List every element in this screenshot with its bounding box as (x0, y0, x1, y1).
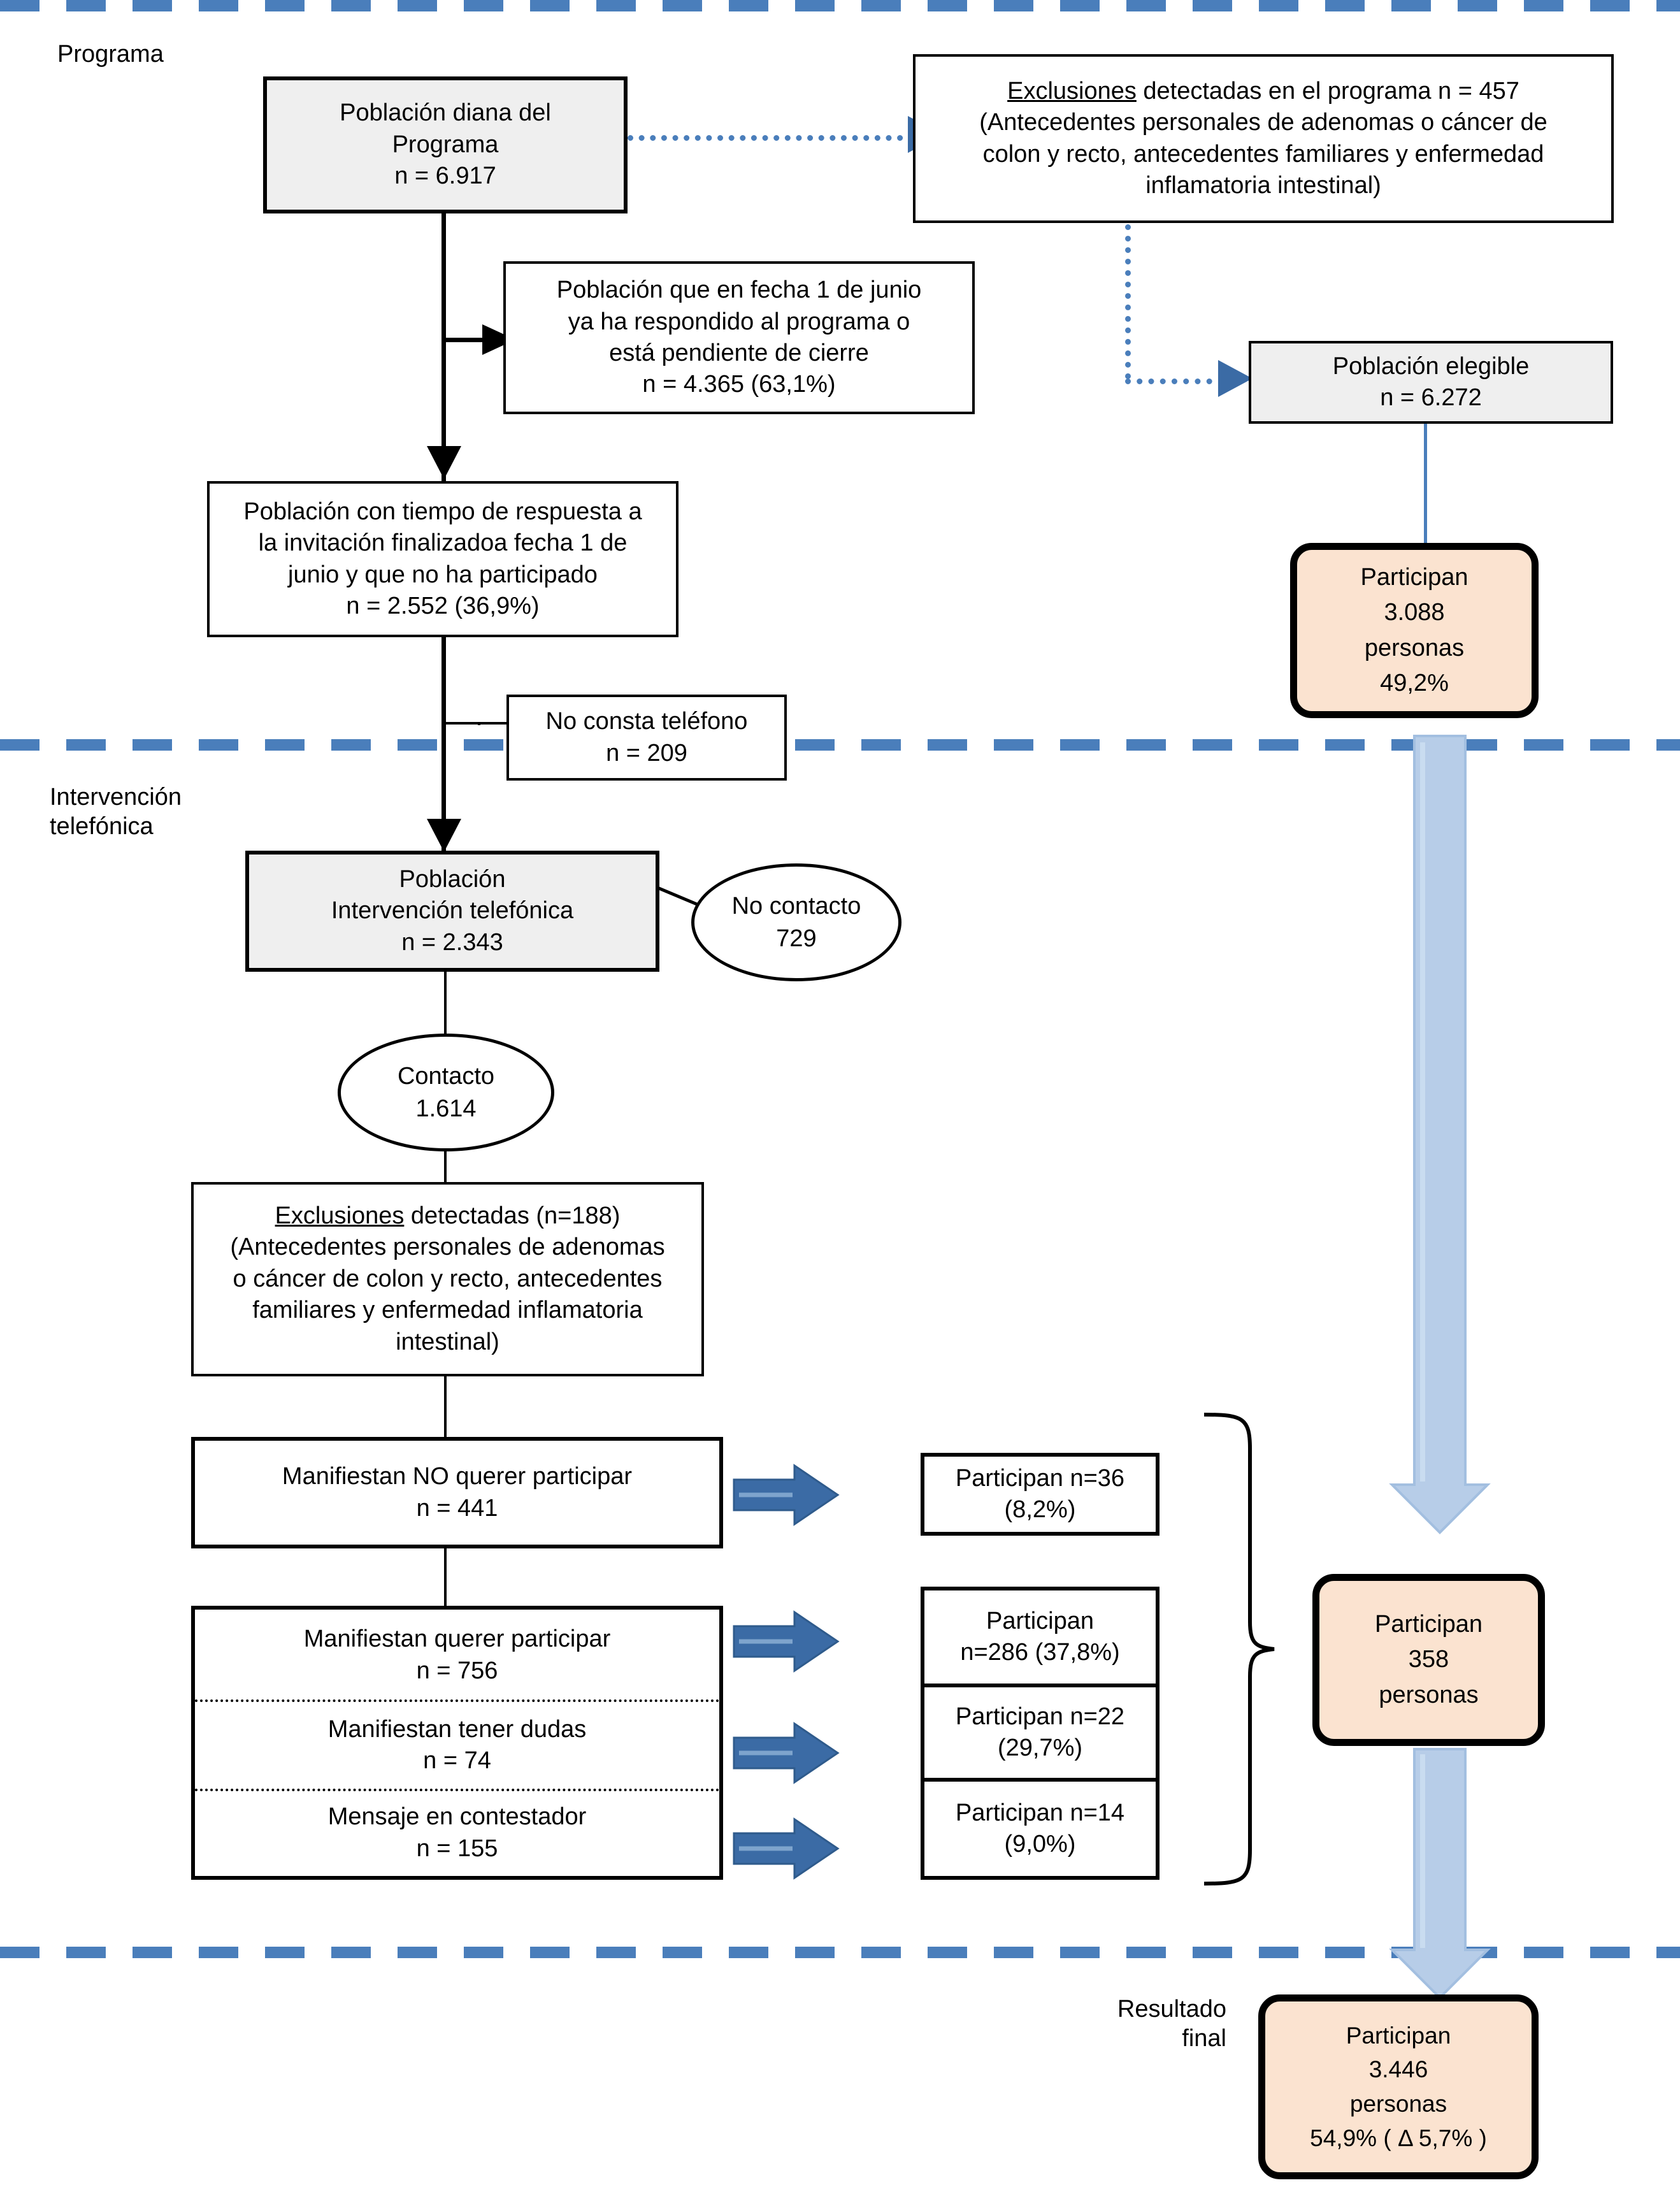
node-poblacion-intervencion[interactable]: Población Intervención telefónica n = 2.… (245, 851, 659, 972)
section-label-resultado: Resultado final (1117, 1996, 1226, 2052)
node-participan-286[interactable]: Participan n=286 (37,8%) (924, 1590, 1156, 1687)
connector-contacto-to-exclusiones (444, 1118, 447, 1185)
dotted-exclusiones-down (1125, 224, 1132, 379)
node-poblacion-elegible[interactable]: Población elegible n = 6.272 (1249, 341, 1613, 424)
node-exclusiones-programa[interactable]: Exclusiones detectadas en el programa n … (913, 54, 1614, 223)
node-participan-14[interactable]: Participan n=14 (9,0%) (955, 1799, 1125, 1857)
section-divider-intervencion (0, 739, 1680, 751)
exclusiones-programa-rest: detectadas en el programa n = 457 (1136, 77, 1519, 105)
dotted-to-elegible (1125, 379, 1224, 386)
connector-tiempo-to-noconsta (442, 722, 512, 725)
connector-manifiestanno-to-querer (444, 1545, 447, 1606)
node-participan-22[interactable]: Participan n=22 (29,7%) (924, 1687, 1156, 1782)
connector-intervencion-to-contacto (444, 972, 447, 1035)
section-divider-resultado (0, 1947, 1680, 1958)
node-contacto[interactable]: Contacto 1.614 (338, 1034, 554, 1151)
arrowhead-dotted-to-elegible (1218, 360, 1253, 397)
exclusiones-detectadas-body: (Antecedentes personales de adenomas o c… (230, 1234, 665, 1355)
arrowhead-to-respondido (482, 324, 515, 355)
exclusiones-detectadas-line1: Exclusiones detectadas (n=188) (275, 1201, 621, 1232)
node-exclusiones-detectadas[interactable]: Exclusiones detectadas (n=188) (Antecede… (191, 1182, 704, 1376)
arrow-dudas-to-participan22 (733, 1722, 840, 1784)
node-participan-3446[interactable]: Participan 3.446 personas 54,9% ( Δ 5,7%… (1258, 1994, 1539, 2179)
arrow-manifiestanno-to-participan36 (733, 1464, 840, 1526)
node-manifiestan-dudas[interactable]: Manifiestan tener dudas n = 74 (327, 1715, 587, 1774)
connector-tiempo-down (442, 637, 446, 851)
exclusiones-detectadas-rest: detectadas (n=188) (404, 1202, 621, 1230)
dotted-diana-to-exclusiones (628, 135, 914, 142)
node-no-contacto[interactable]: No contacto 729 (691, 863, 901, 981)
arrow-manifiestansi-to-participan286 (733, 1610, 840, 1673)
group-divider-2 (195, 1789, 719, 1793)
node-no-consta-telefono[interactable]: No consta teléfono n = 209 (506, 695, 787, 781)
connector-elegible-to-participan3088 (1424, 424, 1427, 545)
connector-diana-to-respondido (442, 338, 486, 342)
arrowhead-to-tiempo-respuesta (427, 446, 461, 479)
connector-diana-down (442, 213, 446, 481)
node-tiempo-respuesta[interactable]: Población con tiempo de respuesta a la i… (207, 481, 678, 637)
node-poblacion-diana[interactable]: Población diana del Programa n = 6.917 (263, 76, 628, 213)
node-participan-36[interactable]: Participan n=36 (8,2%) (921, 1453, 1159, 1536)
section-label-intervencion: Intervención telefónica (50, 784, 182, 840)
exclusiones-programa-line1: Exclusiones detectadas en el programa n … (1007, 76, 1519, 107)
node-manifiestan-si[interactable]: Manifiestan querer participar n = 756 (303, 1626, 611, 1684)
arrowhead-to-intervencion (427, 819, 461, 852)
exclusiones-detectadas-underlined-word: Exclusiones (275, 1202, 405, 1230)
arrow-mensaje-to-participan14 (733, 1817, 840, 1880)
node-group-respuestas: Manifiestan querer participar n = 756 Ma… (191, 1606, 723, 1880)
big-arrow-participan358-to-final (1389, 1748, 1491, 2000)
node-mensaje-contestador[interactable]: Mensaje en contestador n = 155 (327, 1803, 587, 1862)
node-ya-respondido[interactable]: Población que en fecha 1 de junio ya ha … (503, 261, 975, 414)
node-group-participan: Participan n=286 (37,8%) Participan n=22… (921, 1587, 1159, 1880)
exclusiones-programa-body: (Antecedentes personales de adenomas o c… (979, 109, 1547, 199)
section-divider-top (0, 0, 1680, 11)
node-manifiestan-no[interactable]: Manifiestan NO querer participar n = 441 (191, 1437, 723, 1548)
group-divider-1 (195, 1699, 719, 1704)
exclusiones-underlined-word: Exclusiones (1007, 77, 1137, 105)
node-participan-358[interactable]: Participan 358 personas (1312, 1574, 1545, 1746)
node-participan-3088[interactable]: Participan 3.088 personas 49,2% (1290, 543, 1539, 718)
big-arrow-participan3088-to-358 (1389, 735, 1491, 1534)
brace-participan-group (1203, 1413, 1275, 1886)
connector-exclusiones-to-manifiestan-no (444, 1373, 447, 1440)
section-label-programa: Programa (57, 41, 164, 68)
